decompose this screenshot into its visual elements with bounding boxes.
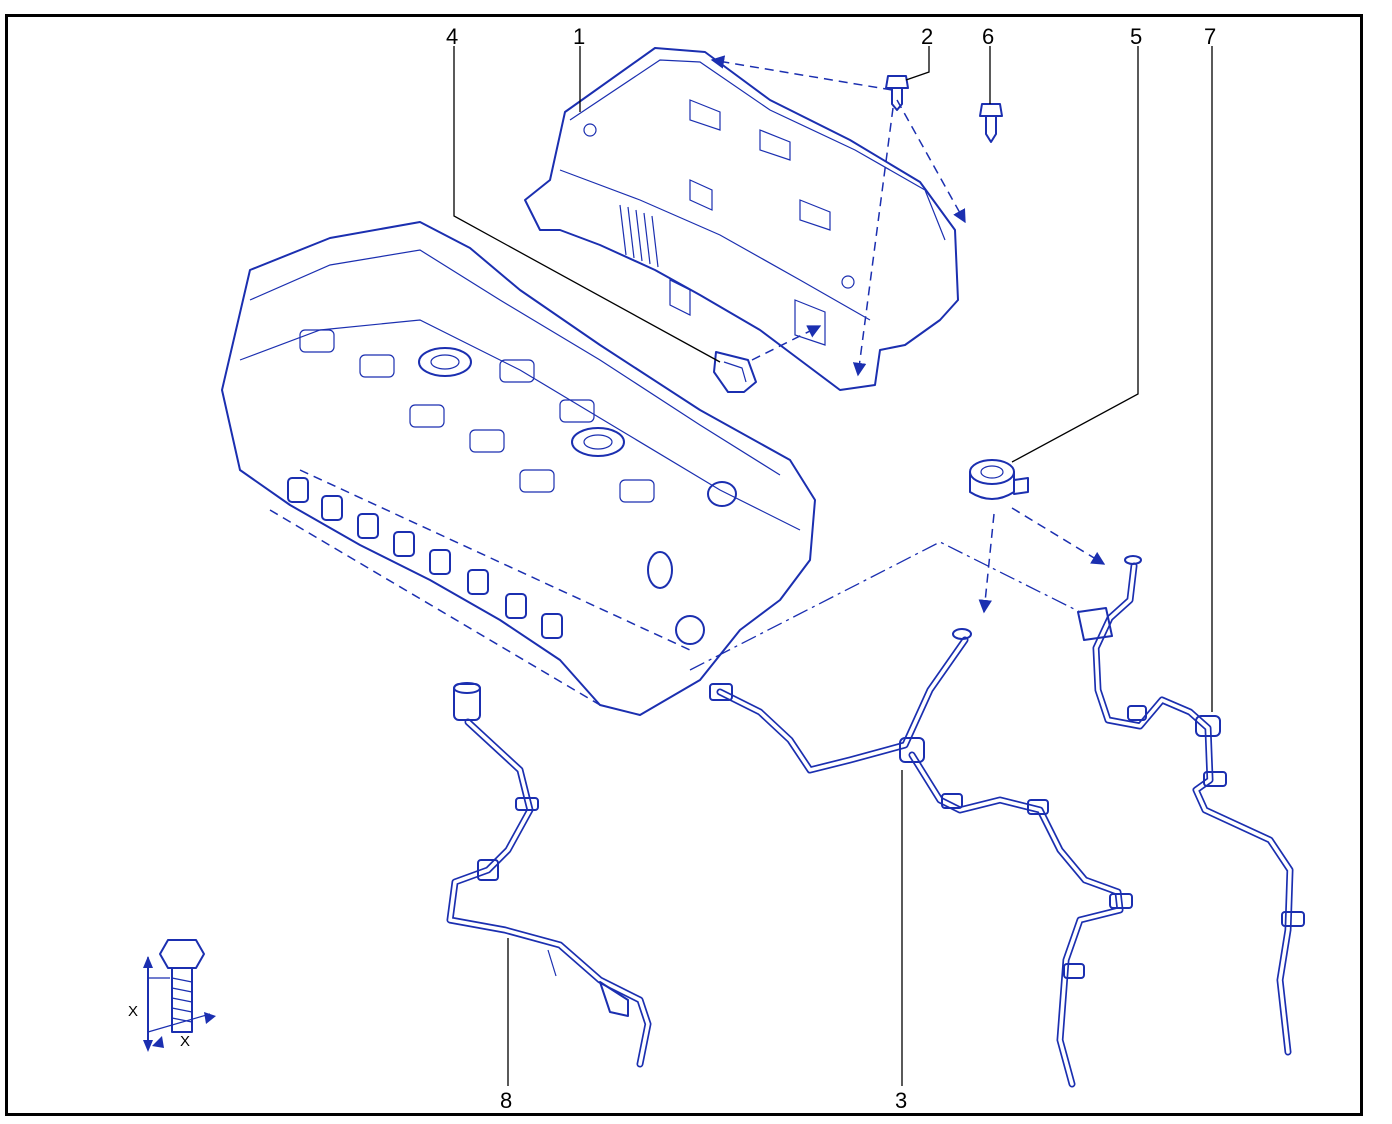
clip-part-4 <box>713 351 757 393</box>
cover-fins <box>619 204 659 268</box>
callout-5: 5 <box>1130 24 1142 49</box>
cam-bores <box>418 347 737 645</box>
callout-6: 6 <box>982 24 994 49</box>
cam-caps <box>299 329 655 503</box>
thread-length-legend: X X <box>128 939 216 1052</box>
cylinder-head <box>221 221 816 716</box>
hose-part-3 <box>709 628 1133 1088</box>
callout-7: 7 <box>1204 24 1216 49</box>
callout-3: 3 <box>895 1088 907 1113</box>
hose-part-7 <box>1077 555 1305 1056</box>
rocker-cover <box>524 47 959 391</box>
leader-lines <box>453 46 1213 1086</box>
callout-4: 4 <box>446 24 458 49</box>
bolt-part-6 <box>979 103 1003 143</box>
callout-numbers: 4 1 2 6 5 7 8 3 <box>446 24 1216 1113</box>
intake-ports <box>287 477 563 639</box>
callout-2: 2 <box>921 24 933 49</box>
legend-dim-vertical: X <box>128 1003 138 1020</box>
callout-8: 8 <box>500 1088 512 1113</box>
valve-part-5 <box>969 459 1029 500</box>
legend-dim-horizontal: X <box>180 1033 190 1050</box>
hose-part-8 <box>446 682 652 1068</box>
callout-1: 1 <box>573 24 585 49</box>
assembly-arrows <box>689 55 1106 671</box>
bolt-part-2 <box>885 75 909 111</box>
